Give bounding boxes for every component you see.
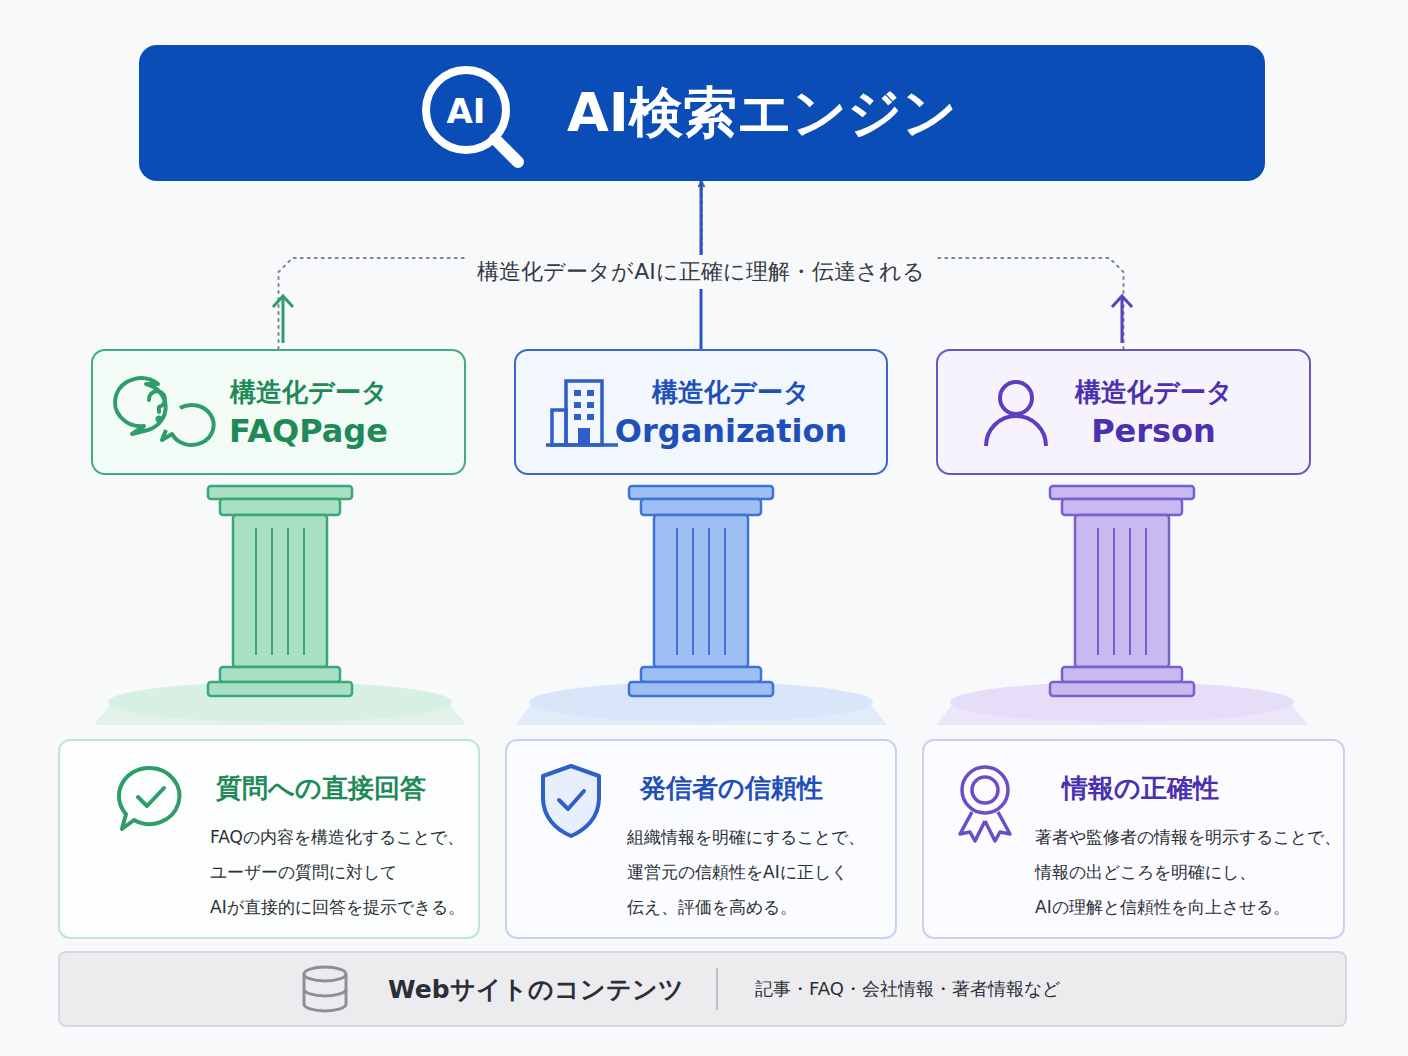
schema-box: 構造化データPerson: [936, 349, 1311, 475]
card-heading: 発信者の信頼性: [640, 771, 823, 806]
schema-box: 構造化データOrganization: [514, 349, 888, 475]
pillar-flute: [1113, 528, 1115, 655]
connector-group: [279, 182, 1124, 349]
up-arrow-head: [1112, 296, 1132, 307]
pillar-part: [1062, 667, 1182, 682]
pillar-part: [654, 515, 748, 667]
box-kicker: 構造化データ: [230, 375, 388, 410]
up-arrow: [1121, 298, 1124, 343]
pillar-part: [233, 515, 327, 667]
pillar-part: [1050, 682, 1194, 696]
pillar-part: [629, 682, 773, 696]
card-body: FAQの内容を構造化することで、 ユーザーの質問に対して AIが直接的に回答を提…: [210, 820, 470, 925]
pillar-part: [629, 486, 773, 499]
bar-note: 記事・FAQ・会社情報・著者情報など: [755, 977, 1060, 1001]
benefit-card: 情報の正確性著者や監修者の情報を明示することで、 情報の出どころを明確にし、 A…: [922, 739, 1345, 939]
pillar-part: [220, 499, 340, 515]
pillar: [936, 486, 1308, 725]
benefit-card: 質問への直接回答 FAQの内容を構造化することで、 ユーザーの質問に対して AIが…: [58, 739, 480, 939]
pillar-flute: [271, 528, 273, 655]
schema-box: 構造化データFAQPage: [91, 349, 466, 475]
pillar-flute: [692, 528, 694, 655]
pillar-flute: [1145, 528, 1147, 655]
card-body: 著者や監修者の情報を明示することで、 情報の出どころを明確にし、 AIの理解と信…: [1035, 820, 1341, 925]
bar-title: AI検索エンジン: [567, 77, 957, 150]
pillar-part: [641, 499, 761, 515]
benefit-card: 発信者の信頼性組織情報を明確にすることで、 運営元の信頼性をAIに正しく 伝え、…: [505, 739, 897, 939]
box-title: FAQPage: [229, 412, 388, 450]
pillar-flute: [1129, 528, 1131, 655]
pillar-flute: [1097, 528, 1099, 655]
pillar-part: [1062, 499, 1182, 515]
pillar-group: [94, 486, 1308, 725]
pillar-part: [1075, 515, 1169, 667]
box-title: Person: [1091, 412, 1216, 450]
pillar: [515, 486, 887, 725]
pillar-part: [1050, 486, 1194, 499]
box-kicker: 構造化データ: [652, 375, 810, 410]
icon-label: AI: [447, 91, 486, 131]
card-heading: 質問への直接回答: [216, 771, 426, 806]
content-base-bar: Webサイトのコンテンツ 記事・FAQ・会社情報・著者情報など: [58, 951, 1347, 1027]
box-kicker: 構造化データ: [1075, 375, 1233, 410]
pillar-platform-top: [950, 682, 1294, 722]
up-arrow-head: [273, 296, 293, 307]
connector-label: 構造化データがAIに正確に理解・伝達される: [465, 255, 937, 289]
bar-heading: Webサイトのコンテンツ: [388, 973, 684, 1006]
pillar-part: [208, 486, 352, 499]
up-arrow: [282, 298, 285, 343]
pillar-flute: [708, 528, 710, 655]
pillar-flute: [287, 528, 289, 655]
pillar-flute: [676, 528, 678, 655]
card-heading: 情報の正確性: [1062, 771, 1219, 806]
pillar-flute: [255, 528, 257, 655]
pillar-part: [220, 667, 340, 682]
pillar-platform-top: [529, 682, 873, 722]
search-engine-bar: AI検索エンジン: [139, 45, 1265, 181]
pillar-flute: [724, 528, 726, 655]
pillar-part: [641, 667, 761, 682]
card-body: 組織情報を明確にすることで、 運営元の信頼性をAIに正しく 伝え、評価を高める。: [627, 820, 887, 925]
pillar-part: [208, 682, 352, 696]
pillar: [94, 486, 466, 725]
pillar-platform-top: [108, 682, 452, 722]
box-title: Organization: [615, 412, 847, 450]
pillar-flute: [303, 528, 305, 655]
